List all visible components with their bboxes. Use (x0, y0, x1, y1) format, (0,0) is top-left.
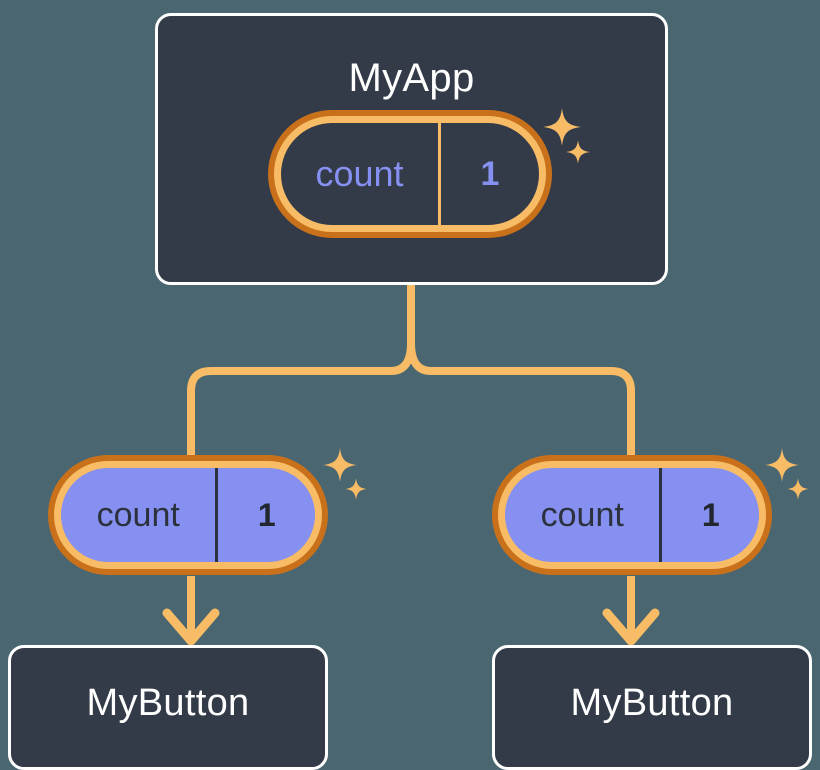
connector-branch-right (407, 339, 635, 459)
state-key: count (61, 468, 219, 562)
state-value: 1 (480, 154, 500, 193)
arrow-down-icon (602, 608, 660, 646)
sparkle-icon (765, 448, 799, 482)
state-pill-myapp[interactable]: count 1 (268, 110, 552, 238)
state-pill-inner-ring: count 1 (498, 461, 766, 569)
connector-branch-left (187, 339, 415, 459)
node-mybutton-right[interactable]: MyButton (492, 645, 812, 770)
sparkle-icon (566, 140, 590, 164)
sparkle-icon (787, 478, 809, 500)
arrow-down-icon (162, 608, 220, 646)
node-myapp-label: MyApp (348, 56, 475, 100)
state-pill-inner-ring: count 1 (274, 116, 546, 232)
sparkle-icon (345, 478, 367, 500)
node-mybutton-label: MyButton (86, 682, 250, 724)
state-value: 1 (701, 496, 720, 533)
state-pill-child-left[interactable]: count 1 (48, 455, 328, 575)
state-pill-child-right[interactable]: count 1 (492, 455, 772, 575)
state-pill-body: count 1 (505, 468, 759, 562)
state-value: 1 (257, 496, 276, 533)
state-pill-inner-ring: count 1 (54, 461, 322, 569)
state-pill-body: count 1 (61, 468, 315, 562)
sparkle-icon (543, 108, 581, 146)
state-key: count (281, 123, 441, 225)
sparkle-icon (323, 448, 357, 482)
node-mybutton-left[interactable]: MyButton (8, 645, 328, 770)
node-mybutton-label: MyButton (570, 682, 734, 724)
state-pill-body: count 1 (281, 123, 539, 225)
state-key: count (505, 468, 663, 562)
